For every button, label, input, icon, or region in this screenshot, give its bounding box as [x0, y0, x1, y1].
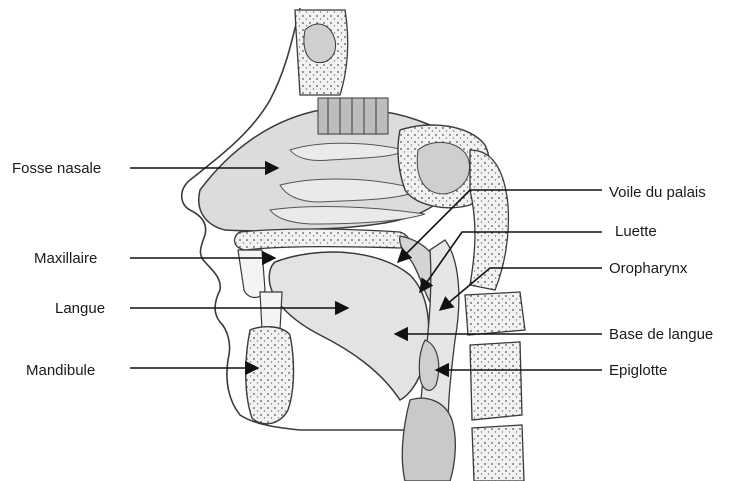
hard-palate	[235, 229, 409, 250]
label-mandibule: Mandibule	[26, 362, 95, 380]
label-maxillaire: Maxillaire	[34, 250, 97, 268]
label-oropharynx: Oropharynx	[609, 260, 687, 278]
label-luette: Luette	[615, 223, 657, 241]
label-base-de-langue: Base de langue	[609, 326, 713, 344]
label-epiglotte: Epiglotte	[609, 362, 667, 380]
cervical-vertebrae	[465, 292, 525, 481]
mandible	[246, 327, 294, 424]
cribriform-plate	[318, 98, 388, 134]
lower-teeth	[260, 292, 282, 330]
label-voile-du-palais: Voile du palais	[609, 184, 706, 202]
upper-teeth	[238, 250, 265, 298]
larynx	[402, 398, 455, 481]
sphenoid-cavity	[417, 142, 469, 194]
label-fosse-nasale: Fosse nasale	[12, 160, 101, 178]
label-langue: Langue	[55, 300, 105, 318]
